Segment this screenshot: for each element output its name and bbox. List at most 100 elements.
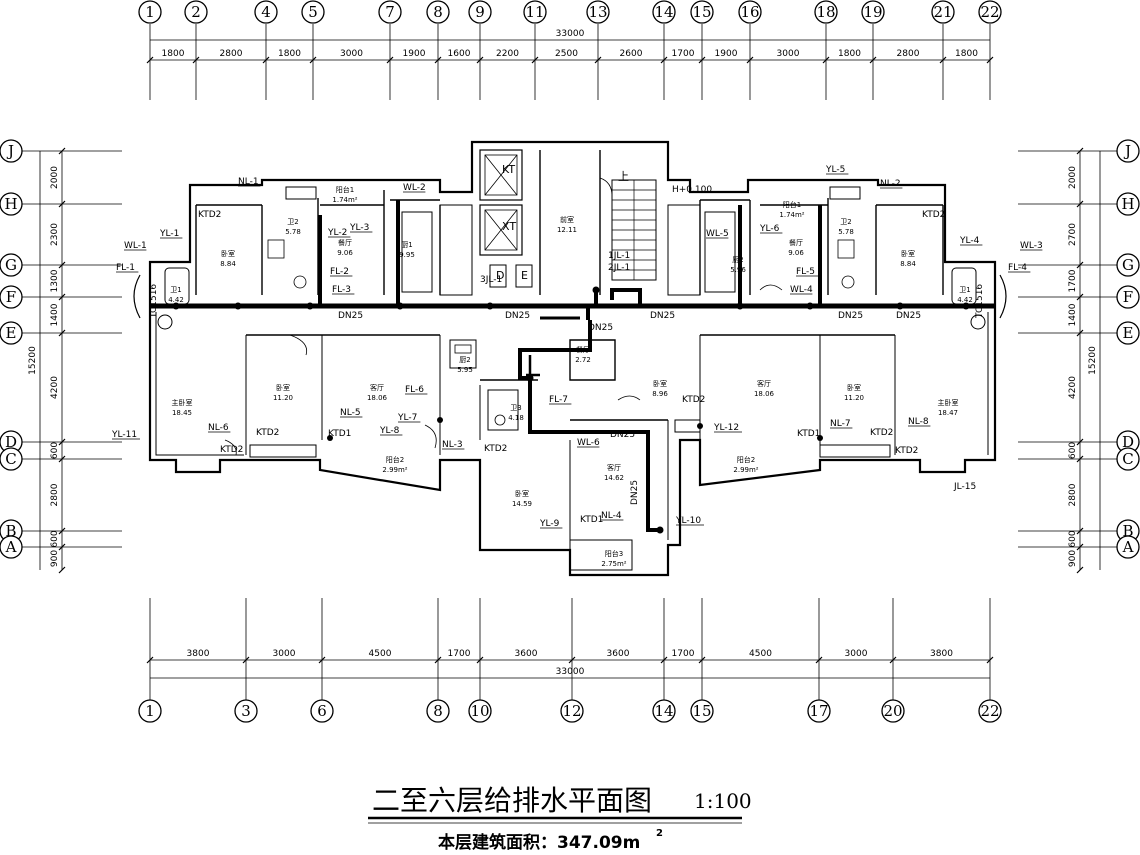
room-name: 餐厅 — [338, 238, 352, 247]
dim-bottom-tick — [476, 656, 484, 664]
dim-left-segment: 2300 — [50, 223, 60, 246]
pipe-tag: 上 — [618, 170, 629, 183]
pipe-tag: KTD2 — [220, 445, 243, 455]
room-area: 2.99m² — [733, 466, 758, 474]
axis-bottom-10: 10 — [468, 699, 492, 723]
pipe-risers — [172, 286, 970, 534]
dim-bottom-tick — [660, 656, 668, 664]
dim-left-tick — [58, 200, 66, 208]
axis-left-J-label: J — [6, 142, 14, 160]
room-name: 餐厅 — [789, 238, 803, 247]
pipe-tag: YL-2 — [327, 228, 347, 238]
dim-right-tick — [1076, 566, 1084, 574]
pipe-tag: WL-2 — [403, 183, 426, 193]
dim-top-total: 33000 — [556, 29, 585, 39]
pipe-tag: DN25 — [610, 430, 635, 440]
room-area: 5.95 — [457, 366, 473, 374]
drawing-scale: 1:100 — [694, 789, 752, 813]
room-area: 14.59 — [512, 500, 532, 508]
axis-bottom-15: 15 — [690, 699, 714, 723]
pipe-tag: FL-3 — [332, 285, 351, 295]
dim-top-segment: 1800 — [278, 49, 301, 59]
room-name: 卧室 — [276, 383, 290, 392]
room-area: 18.06 — [754, 390, 775, 398]
dim-left-tick — [58, 527, 66, 535]
axis-top-15: 15 — [690, 0, 714, 24]
dim-left-tick — [58, 455, 66, 463]
dim-left-tick — [58, 543, 66, 551]
axis-bottom-1: 1 — [138, 699, 162, 723]
dim-bottom-segment: 4500 — [749, 649, 772, 659]
room-area: 18.47 — [938, 409, 958, 417]
pipe-tag: FL-6 — [405, 385, 424, 395]
room-label: 卧室8.84 — [220, 249, 236, 268]
pipe-tag: NL-7 — [830, 419, 851, 429]
room-label: 厨25.95 — [457, 356, 473, 374]
dim-top-tick — [531, 56, 539, 64]
dim-top-segment: 2600 — [620, 49, 643, 59]
room-area: 9.06 — [337, 249, 353, 257]
axis-top-1: 1 — [138, 0, 162, 24]
dim-right-total: 15200 — [1088, 346, 1098, 375]
dim-bottom-tick — [815, 656, 823, 664]
dim-left-tick — [58, 438, 66, 446]
dim-bottom-segment: 3600 — [515, 649, 538, 659]
room-label: 卫25.78 — [285, 218, 301, 236]
pipe-tag: KTD1 — [580, 515, 603, 525]
axis-bottom-8: 8 — [426, 699, 450, 723]
room-name: 卫2 — [840, 218, 851, 226]
dim-top-tick — [939, 56, 947, 64]
dim-bottom-tick — [889, 656, 897, 664]
pipe-tag: KTD1 — [797, 429, 820, 439]
dim-top-tick — [146, 56, 154, 64]
pipe-tag: KTD2 — [682, 395, 705, 405]
pipe-tag: WL-3 — [1020, 241, 1043, 251]
pipe-tag: KTD2 — [870, 428, 893, 438]
pipe-tag: JL-15 — [953, 482, 976, 492]
room-area: 12.11 — [557, 226, 577, 234]
axis-right-E-label: E — [1123, 324, 1134, 342]
axis-left-D-label: D — [5, 433, 17, 451]
pipe-tag: NL-4 — [601, 511, 622, 521]
pipe-tag: YL-10 — [675, 516, 701, 526]
axis-top-7-label: 7 — [385, 3, 395, 21]
pipe-tag: E — [521, 269, 528, 282]
axis-top-8-label: 8 — [433, 3, 443, 21]
dim-right-tick — [1076, 543, 1084, 551]
dim-left-segment: 600 — [50, 530, 60, 547]
room-area: 8.84 — [220, 260, 236, 268]
axis-left-G-label: G — [5, 256, 17, 274]
axis-bottom-20-label: 20 — [883, 702, 902, 720]
room-area: 5.96 — [730, 266, 746, 274]
axis-bottom-17-label: 17 — [809, 702, 828, 720]
pipe-tag: FL-4 — [1008, 263, 1027, 273]
pipe-tag: NL-8 — [908, 417, 929, 427]
room-name: 客厅 — [757, 379, 771, 388]
room-label: 厨25.96 — [730, 256, 746, 274]
dim-left-tick — [58, 147, 66, 155]
axis-bottom-10-label: 10 — [470, 702, 489, 720]
dim-bottom-segment: 4500 — [369, 649, 392, 659]
room-name: 主卧室 — [938, 398, 959, 407]
axis-top-5-label: 5 — [308, 3, 318, 21]
dim-top-tick — [869, 56, 877, 64]
pipe-tag: NL-1 — [238, 177, 259, 187]
axis-bottom-22: 22 — [978, 699, 1002, 723]
dim-top-segment: 2800 — [220, 49, 243, 59]
axis-top-16-label: 16 — [740, 3, 759, 21]
dim-top-tick — [698, 56, 706, 64]
axis-bottom-17: 17 — [807, 699, 831, 723]
pipe-tag: H+0.100 — [672, 185, 712, 195]
axis-right-J-label: J — [1123, 142, 1131, 160]
axis-top-9: 9 — [468, 0, 492, 24]
axis-right-B-label: B — [1122, 522, 1133, 540]
axis-top-11-label: 11 — [525, 3, 544, 21]
dim-right-tick — [1076, 147, 1084, 155]
pipe-tag: KTD1 — [328, 429, 351, 439]
dim-left-segment: 1400 — [50, 303, 60, 326]
axis-bottom-1-label: 1 — [145, 702, 155, 720]
